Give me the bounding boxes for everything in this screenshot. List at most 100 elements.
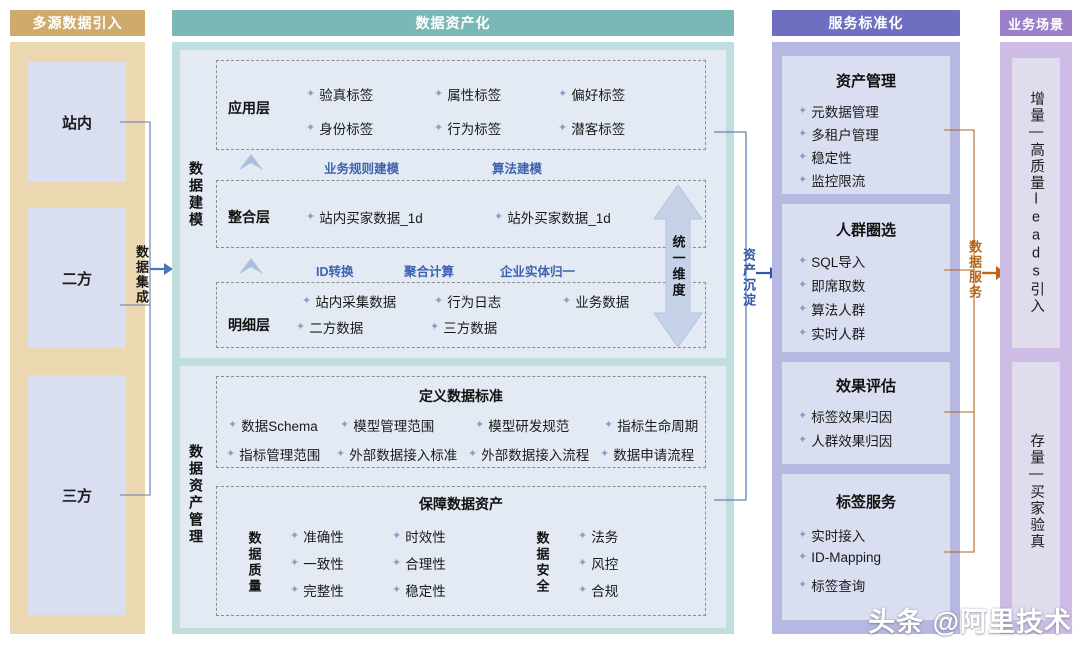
- diamond-bullet-icon: ✦: [798, 409, 808, 422]
- service-card-1-item-1[interactable]: ✦ 即席取数: [798, 275, 865, 295]
- app-item-1[interactable]: ✦ 属性标签: [434, 84, 501, 104]
- detail-item-4[interactable]: ✦ 三方数据: [430, 317, 497, 337]
- service-card-2[interactable]: [782, 362, 950, 464]
- process-label-mid-1: 聚合计算: [404, 265, 455, 279]
- layer-detail-box[interactable]: [216, 282, 706, 348]
- standards-box[interactable]: [216, 376, 706, 468]
- standards-item-4[interactable]: ✦ 指标管理范围: [226, 444, 320, 464]
- detail-item-label: 站内采集数据: [315, 295, 397, 310]
- app-item-0[interactable]: ✦ 验真标签: [306, 84, 373, 104]
- service-card-0-item-0[interactable]: ✦ 元数据管理: [798, 101, 879, 121]
- service-item-label: 监控限流: [811, 174, 866, 189]
- app-item-label: 身份标签: [319, 122, 374, 137]
- service-card-1-item-3[interactable]: ✦ 实时人群: [798, 323, 865, 343]
- connector-label-precipitation: 资产沉淀: [741, 248, 756, 308]
- service-item-label: 实时接入: [811, 529, 866, 544]
- integ-item-label: 站外买家数据_1d: [507, 211, 611, 226]
- standards-item-1[interactable]: ✦ 模型管理范围: [340, 415, 434, 435]
- assurance-item-label: 时效性: [405, 530, 446, 545]
- layer-application-box[interactable]: [216, 60, 706, 150]
- diamond-bullet-icon: ✦: [578, 583, 588, 596]
- diamond-bullet-icon: ✦: [562, 294, 572, 307]
- detail-item-0[interactable]: ✦ 站内采集数据: [302, 291, 396, 311]
- service-card-3[interactable]: [782, 474, 950, 620]
- standards-item-3[interactable]: ✦ 指标生命周期: [604, 415, 698, 435]
- business-cell-1[interactable]: 存量—买家验真: [1012, 362, 1060, 620]
- assurance-g0-c0-2[interactable]: ✦ 完整性: [290, 580, 344, 600]
- unified-dimension-label: 统一维度: [670, 235, 686, 299]
- detail-item-3[interactable]: ✦ 二方数据: [296, 317, 363, 337]
- diamond-bullet-icon: ✦: [578, 556, 588, 569]
- standards-item-label: 模型研发规范: [488, 419, 570, 434]
- assurance-item-label: 风控: [591, 557, 619, 572]
- service-card-0-title: 资产管理: [835, 73, 896, 90]
- integ-item-1[interactable]: ✦ 站外买家数据_1d: [494, 207, 611, 227]
- diamond-bullet-icon: ✦: [392, 556, 402, 569]
- service-card-2-item-1[interactable]: ✦ 人群效果归因: [798, 430, 892, 450]
- source-item-1[interactable]: 二方: [28, 208, 126, 348]
- service-card-3-item-1[interactable]: ✦ ID-Mapping: [798, 550, 881, 565]
- app-item-4[interactable]: ✦ 行为标签: [434, 118, 501, 138]
- source-item-0[interactable]: 站内: [28, 62, 126, 182]
- service-item-label: 人群效果归因: [811, 434, 893, 449]
- assurance-box[interactable]: [216, 486, 706, 616]
- app-item-2[interactable]: ✦ 偏好标签: [558, 84, 625, 104]
- assurance-g1-c0-0[interactable]: ✦ 法务: [578, 526, 618, 546]
- service-card-1-item-0[interactable]: ✦ SQL导入: [798, 251, 865, 271]
- service-card-2-item-0[interactable]: ✦ 标签效果归因: [798, 406, 892, 426]
- assurance-g0-c0-1[interactable]: ✦ 一致性: [290, 553, 344, 573]
- assurance-g1-c0-2[interactable]: ✦ 合规: [578, 580, 618, 600]
- service-card-1-item-2[interactable]: ✦ 算法人群: [798, 299, 865, 319]
- diamond-bullet-icon: ✦: [302, 294, 312, 307]
- diamond-bullet-icon: ✦: [798, 104, 808, 117]
- standards-item-2[interactable]: ✦ 模型研发规范: [475, 415, 569, 435]
- diamond-bullet-icon: ✦: [434, 294, 444, 307]
- detail-item-label: 业务数据: [575, 295, 630, 310]
- standards-item-label: 数据Schema: [241, 419, 318, 434]
- service-card-0-item-1[interactable]: ✦ 多租户管理: [798, 124, 879, 144]
- source-item-label: 站内: [61, 114, 92, 132]
- app-item-3[interactable]: ✦ 身份标签: [306, 118, 373, 138]
- service-card-0-item-2[interactable]: ✦ 稳定性: [798, 147, 852, 167]
- service-card-1[interactable]: [782, 204, 950, 352]
- assurance-item-label: 一致性: [303, 557, 344, 572]
- standards-item-label: 外部数据接入流程: [481, 448, 590, 463]
- diamond-bullet-icon: ✦: [798, 551, 808, 563]
- integration-arrow-icon: [150, 263, 173, 275]
- assurance-g0-c1-1[interactable]: ✦ 合理性: [392, 553, 446, 573]
- assurance-g0-c1-0[interactable]: ✦ 时效性: [392, 526, 446, 546]
- diamond-bullet-icon: ✦: [475, 418, 485, 431]
- business-cell-0-label: 增量—高质量leads引入: [1028, 91, 1045, 315]
- source-item-2[interactable]: 三方: [28, 375, 126, 615]
- precipitation-connector-lines: [714, 131, 747, 501]
- diamond-bullet-icon: ✦: [600, 447, 610, 460]
- app-item-5[interactable]: ✦ 潜客标签: [558, 118, 625, 138]
- detail-item-1[interactable]: ✦ 行为日志: [434, 291, 501, 311]
- standards-item-5[interactable]: ✦ 外部数据接入标准: [336, 444, 457, 464]
- service-card-3-item-0[interactable]: ✦ 实时接入: [798, 525, 865, 545]
- standards-item-6[interactable]: ✦ 外部数据接入流程: [468, 444, 589, 464]
- integ-item-0[interactable]: ✦ 站内买家数据_1d: [306, 207, 423, 227]
- assurance-item-label: 合规: [591, 584, 619, 599]
- assurance-item-label: 法务: [591, 530, 619, 545]
- assurance-group-1-label: 数据安全: [534, 531, 550, 595]
- source-column-header: 多源数据引入: [10, 10, 145, 36]
- app-item-label: 属性标签: [447, 88, 502, 103]
- business-cell-0[interactable]: 增量—高质量leads引入: [1012, 58, 1060, 348]
- assurance-g1-c0-1[interactable]: ✦ 风控: [578, 553, 618, 573]
- assurance-g0-c0-0[interactable]: ✦ 准确性: [290, 526, 344, 546]
- diamond-bullet-icon: ✦: [798, 578, 808, 591]
- assurance-g0-c1-2[interactable]: ✦ 稳定性: [392, 580, 446, 600]
- service-card-3-title: 标签服务: [835, 494, 896, 511]
- standards-item-0[interactable]: ✦ 数据Schema: [228, 415, 318, 435]
- service-item-label: 元数据管理: [811, 105, 879, 120]
- service-card-0[interactable]: [782, 56, 950, 194]
- diamond-bullet-icon: ✦: [578, 529, 588, 542]
- service-card-3-item-2[interactable]: ✦ 标签查询: [798, 575, 865, 595]
- layer-integration-box[interactable]: [216, 180, 706, 248]
- service-card-0-item-3[interactable]: ✦ 监控限流: [798, 170, 865, 190]
- standards-item-7[interactable]: ✦ 数据申请流程: [600, 444, 694, 464]
- detail-item-2[interactable]: ✦ 业务数据: [562, 291, 629, 311]
- governance-side-label: 数据资产管理: [188, 444, 204, 546]
